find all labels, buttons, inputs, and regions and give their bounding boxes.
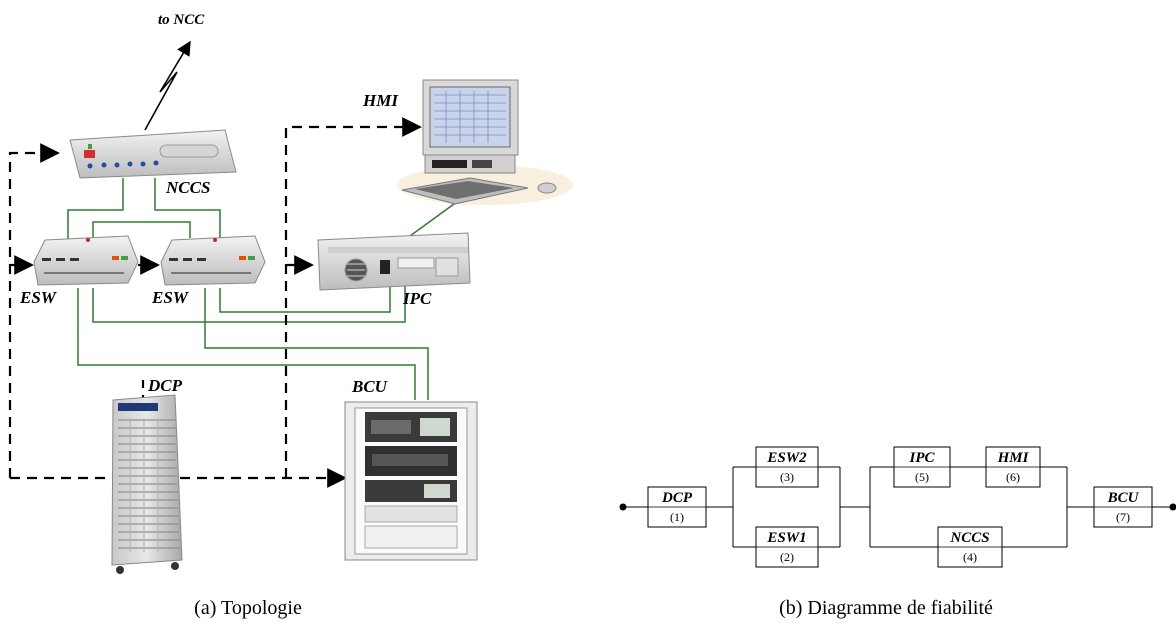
topology-labels: to NCC HMI NCCS ESW ESW IPC DCP BCU <box>19 12 432 396</box>
rbd-block-dcp: DCP (1) <box>647 486 707 528</box>
label-bcu: BCU <box>351 377 388 396</box>
rbd-output-node <box>1169 503 1176 511</box>
rbd-block-esw2: ESW2 (3) <box>755 446 819 488</box>
rbd-nccs-num: (4) <box>963 550 977 564</box>
network-links <box>67 178 466 400</box>
label-ipc: IPC <box>402 289 432 308</box>
rbd-dcp-name: DCP <box>661 490 693 506</box>
rbd-ipc-num: (5) <box>915 470 929 484</box>
hmi-device <box>397 79 573 205</box>
rbd-esw1-name: ESW1 <box>766 530 806 546</box>
rbd-dcp-num: (1) <box>670 510 684 524</box>
rbd-ipc-name: IPC <box>908 450 935 466</box>
rbd-input-node <box>619 503 627 511</box>
rbd-hmi-num: (6) <box>1006 470 1020 484</box>
label-to-ncc: to NCC <box>158 12 205 28</box>
rbd-hmi-name: HMI <box>997 450 1030 466</box>
rbd-esw2-num: (3) <box>780 470 794 484</box>
wireless-link-to-ncc <box>144 40 191 131</box>
label-esw-right: ESW <box>151 288 190 307</box>
label-dcp: DCP <box>147 376 183 395</box>
rbd-bcu-num: (7) <box>1116 510 1130 524</box>
label-esw-left: ESW <box>19 288 58 307</box>
reliability-diagram: DCP (1) ESW2 (3) ESW1 (2) IPC (5) HMI (6… <box>619 446 1176 619</box>
bcu-device <box>344 401 478 561</box>
label-nccs: NCCS <box>165 178 210 197</box>
rbd-block-hmi: HMI (6) <box>985 446 1041 488</box>
rbd-nccs-name: NCCS <box>949 530 989 546</box>
rbd-esw1-num: (2) <box>780 550 794 564</box>
rbd-block-nccs: NCCS (4) <box>937 526 1003 568</box>
esw-right-device <box>160 235 266 286</box>
rbd-connection-lines <box>623 466 1172 548</box>
rbd-esw2-name: ESW2 <box>766 450 807 466</box>
esw-left-device <box>33 235 139 286</box>
dcp-device <box>111 394 183 574</box>
ipc-device <box>317 232 471 291</box>
rbd-block-bcu: BCU (7) <box>1093 486 1153 528</box>
caption-topology: (a) Topologie <box>194 597 302 619</box>
label-hmi: HMI <box>362 91 399 110</box>
caption-reliability: (b) Diagramme de fiabilité <box>779 597 993 619</box>
rbd-block-ipc: IPC (5) <box>893 446 951 488</box>
rbd-block-esw1: ESW1 (2) <box>755 526 819 568</box>
nccs-device <box>69 129 237 179</box>
rbd-bcu-name: BCU <box>1107 490 1140 506</box>
topology-diagram: to NCC HMI NCCS ESW ESW IPC DCP BCU (a) … <box>8 12 573 619</box>
